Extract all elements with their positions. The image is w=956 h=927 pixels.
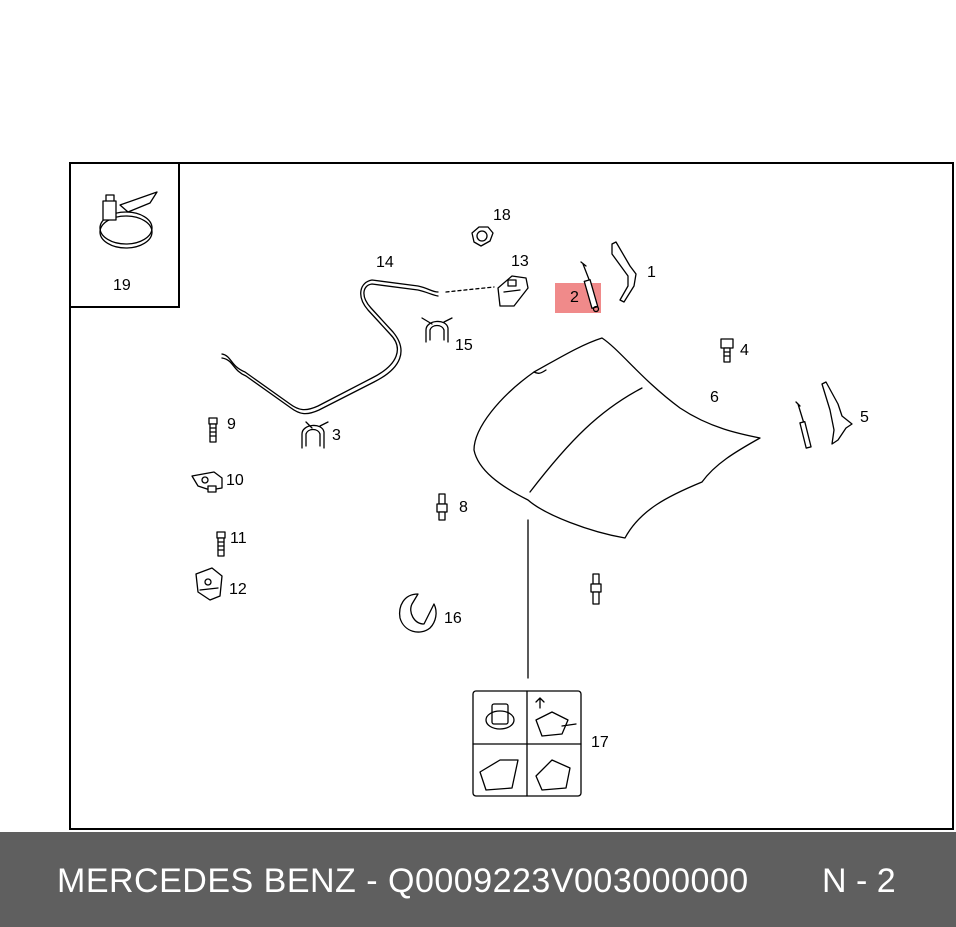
callout-3: 3: [332, 427, 341, 444]
part-3-clip: [301, 421, 329, 449]
callout-16: 16: [444, 610, 462, 627]
callout-9: 9: [227, 416, 236, 433]
part-19-strap-clamp: [99, 191, 158, 249]
part-14-cable: [221, 279, 439, 411]
part-12-lock: [195, 567, 223, 601]
callout-14: 14: [376, 254, 394, 271]
callout-10: 10: [226, 472, 244, 489]
part-15-clip: [421, 317, 453, 343]
part-13-bracket: [497, 275, 529, 307]
footer-bar: [0, 832, 956, 927]
part-9-screw: [208, 417, 218, 443]
diagram-frame: [69, 162, 954, 830]
part-11-screw: [216, 531, 226, 557]
callout-5: 5: [860, 409, 869, 426]
callout-2: 2: [570, 289, 579, 306]
callout-8: 8: [459, 499, 468, 516]
part-6-bonnet: [473, 337, 761, 679]
callout-18: 18: [493, 207, 511, 224]
footer-page-indicator: N - 2: [822, 862, 896, 900]
callout-15: 15: [455, 337, 473, 354]
callout-11: 11: [230, 530, 247, 547]
part-8-bumper-alt: [590, 573, 602, 605]
part-10-lock: [191, 471, 223, 493]
part-17-instruction-card: [472, 690, 582, 797]
callout-17: 17: [591, 734, 609, 751]
part-8-bumper: [436, 493, 448, 521]
part-16-pad: [398, 593, 437, 633]
part-4-bolt: [720, 338, 734, 363]
callout-1: 1: [647, 264, 656, 281]
callout-6: 6: [710, 389, 719, 406]
callout-4: 4: [740, 342, 749, 359]
part-18-nut: [471, 226, 494, 247]
callout-19: 19: [113, 277, 131, 294]
part-2-gas-strut: [580, 261, 600, 313]
part-1-hinge: [611, 241, 637, 303]
callout-12: 12: [229, 581, 247, 598]
inset-box-part-19: [69, 162, 180, 308]
part-5-strut-hinge: [795, 381, 853, 449]
callout-13: 13: [511, 253, 529, 270]
footer-title: MERCEDES BENZ - Q0009223V003000000: [57, 862, 749, 900]
